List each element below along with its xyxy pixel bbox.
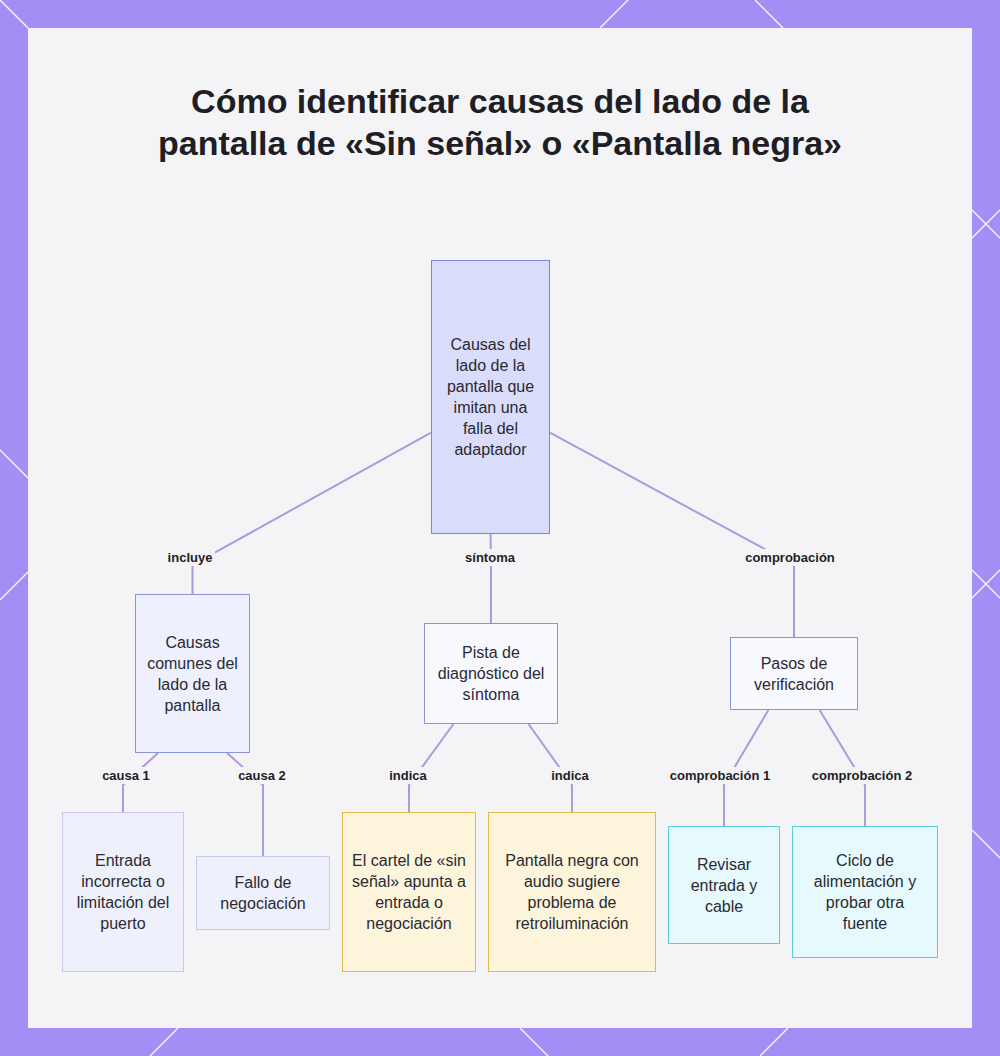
category-box: Pista de diagnóstico del síntoma xyxy=(424,623,558,724)
symptom-box: Pantalla negra con audio sugiere problem… xyxy=(488,812,656,972)
diagram-title: Cómo identificar causas del lado de la p… xyxy=(140,80,860,164)
node-text: Pantalla negra con audio sugiere problem… xyxy=(498,850,646,934)
connector-line xyxy=(490,534,493,623)
node-text: Entrada incorrecta o limitación del puer… xyxy=(72,850,174,934)
edge-label: síntoma xyxy=(462,549,518,566)
node-text: Causas comunes del lado de la pantalla xyxy=(145,632,240,716)
check-box: Revisar entrada y cable xyxy=(668,826,780,944)
edge-label: causa 1 xyxy=(99,767,153,784)
edge-label: indica xyxy=(386,767,430,784)
node-text: Pista de diagnóstico del síntoma xyxy=(434,642,548,705)
node-text: Ciclo de alimentación y probar otra fuen… xyxy=(802,850,928,934)
edge-label: incluye xyxy=(165,549,216,566)
root-box: Causas del lado de la pantalla que imita… xyxy=(431,260,550,534)
edge-label: indica xyxy=(548,767,592,784)
node-text: Fallo de negociación xyxy=(206,872,320,914)
connector-line xyxy=(550,433,794,637)
edge-label: comprobación 1 xyxy=(667,767,773,784)
connector-line xyxy=(193,433,432,594)
node-text: El cartel de «sin señal» apunta a entrad… xyxy=(352,850,466,934)
node-text: Causas del lado de la pantalla que imita… xyxy=(441,334,540,460)
symptom-box: El cartel de «sin señal» apunta a entrad… xyxy=(342,812,476,972)
node-text: Revisar entrada y cable xyxy=(678,854,770,917)
category-box: Pasos de verificación xyxy=(730,637,858,710)
edge-label: causa 2 xyxy=(235,767,289,784)
check-box: Ciclo de alimentación y probar otra fuen… xyxy=(792,826,938,958)
node-text: Pasos de verificación xyxy=(740,653,848,695)
category-box: Causas comunes del lado de la pantalla xyxy=(135,594,250,753)
edge-label: comprobación 2 xyxy=(809,767,915,784)
cause-box: Entrada incorrecta o limitación del puer… xyxy=(62,812,184,972)
edge-label: comprobación xyxy=(742,549,838,566)
cause-box: Fallo de negociación xyxy=(196,856,330,930)
